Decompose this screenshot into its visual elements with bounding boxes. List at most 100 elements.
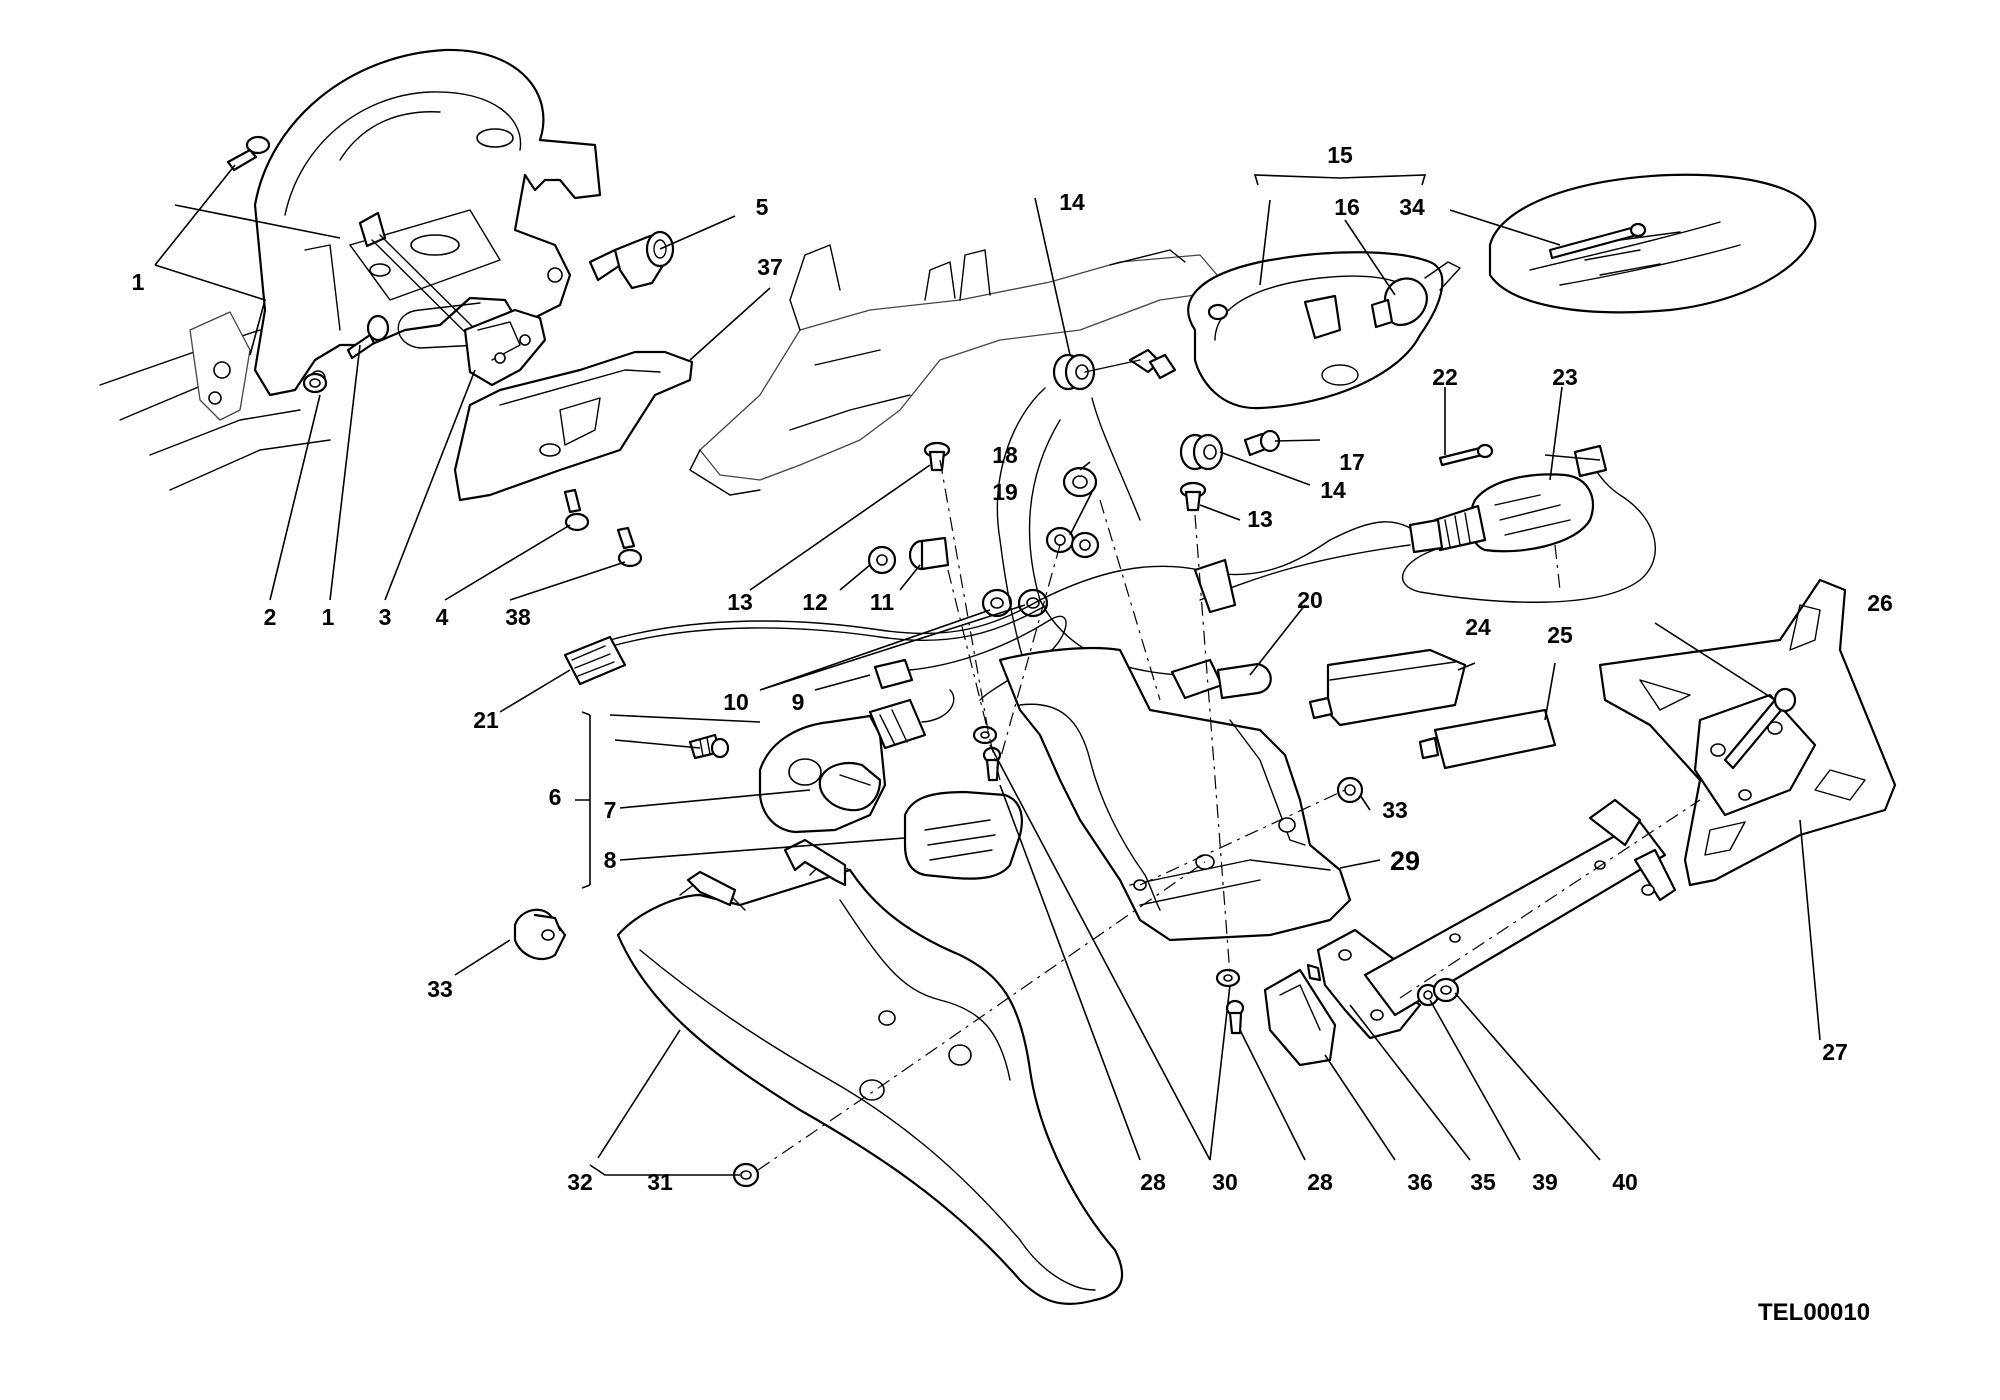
part-label-14-bottom: 14: [1320, 477, 1346, 503]
reflector-25: [1418, 708, 1557, 770]
part-labels: 1 2 1 3 4 38 5 37 14 15 16 34 17 14 13 1…: [132, 142, 1893, 1195]
part-label-8: 8: [604, 847, 617, 873]
rear-subframe-outline: [689, 244, 1231, 496]
part-label-26: 26: [1867, 590, 1893, 616]
part-label-28-right: 28: [1307, 1169, 1333, 1195]
nut-12: [867, 545, 897, 575]
part-label-31: 31: [647, 1169, 673, 1195]
screw-28-left: [982, 746, 1002, 782]
screw-38: [616, 526, 643, 568]
part-label-23: 23: [1552, 364, 1578, 390]
part-label-18: 18: [992, 442, 1018, 468]
part-label-2: 2: [264, 604, 277, 630]
grommet-19: [1045, 526, 1100, 559]
part-label-30: 30: [1212, 1169, 1238, 1195]
screw-6: [688, 733, 730, 760]
part-label-1-top: 1: [132, 269, 145, 295]
part-label-35: 35: [1470, 1169, 1496, 1195]
grommet-18: [1062, 466, 1098, 498]
rear-fender-32: [616, 859, 1124, 1305]
fender-bracket-8: [783, 838, 847, 887]
part-label-24: 24: [1465, 614, 1491, 640]
part-label-28-left: 28: [1140, 1169, 1166, 1195]
screw-28-right: [1225, 999, 1245, 1035]
part-label-4: 4: [436, 604, 449, 630]
part-label-25: 25: [1547, 622, 1573, 648]
left-frame-outline: [99, 311, 331, 491]
part-label-36: 36: [1407, 1169, 1433, 1195]
part-label-5: 5: [756, 194, 769, 220]
part-label-33-left: 33: [427, 976, 453, 1002]
part-label-13-right: 13: [1247, 506, 1273, 532]
assembly-axes: [757, 459, 1701, 1171]
part-label-6: 6: [549, 784, 562, 810]
part-label-12: 12: [802, 589, 828, 615]
part-label-34: 34: [1399, 194, 1425, 220]
part-label-7: 7: [604, 797, 617, 823]
turn-signal-23: [1408, 473, 1595, 554]
wire-harness-center: [996, 387, 1431, 681]
rivet-13-left: [923, 441, 951, 472]
washer-30-left: [972, 725, 998, 745]
reflector-36: [1263, 963, 1337, 1067]
fender-clip-33: [513, 908, 567, 961]
lens-screw: [1548, 222, 1647, 260]
part-label-14-top: 14: [1059, 189, 1085, 215]
tail-light-housing-15: [1187, 251, 1461, 410]
part-label-1-bottom: 1: [322, 604, 335, 630]
fastener-pair: [1084, 348, 1177, 380]
part-label-20: 20: [1297, 587, 1323, 613]
grab-handle-bracket: [253, 48, 602, 397]
screw-26: [1723, 687, 1797, 770]
grommet-14-upper: [1052, 353, 1096, 391]
part-label-27: 27: [1822, 1039, 1848, 1065]
part-label-33-right: 33: [1382, 797, 1408, 823]
seat-release-cable: [358, 211, 487, 349]
part-label-29: 29: [1390, 846, 1420, 876]
nut-31: [732, 1162, 760, 1188]
part-label-15: 15: [1327, 142, 1353, 168]
bulb-7: [818, 762, 882, 812]
plate-bracket-35: [1316, 798, 1677, 1040]
drawing-code: TEL00010: [1758, 1299, 1870, 1326]
washer-30-right: [1215, 968, 1241, 988]
part-label-39: 39: [1532, 1169, 1558, 1195]
rivet-13-right: [1179, 481, 1207, 512]
part-label-38: 38: [505, 604, 531, 630]
seat-lock: [463, 308, 547, 387]
washer-2: [302, 372, 328, 394]
screw-22: [1438, 443, 1494, 467]
mudguard-29: [998, 558, 1352, 942]
part-label-17: 17: [1339, 449, 1365, 475]
part-label-13-left: 13: [727, 589, 753, 615]
key-lock-cylinder: [588, 230, 675, 290]
spacer-11: [908, 536, 950, 571]
part-label-9: 9: [792, 689, 805, 715]
nut-40: [1432, 977, 1460, 1003]
screw-4: [563, 488, 590, 532]
grommet-14-lower: [1179, 433, 1224, 471]
tail-cover-37: [453, 350, 694, 502]
tail-lens-34: [1488, 173, 1817, 314]
lens-8: [903, 790, 1023, 880]
bolt-17: [1243, 429, 1281, 457]
screw-1-lower: [346, 314, 390, 360]
part-label-32: 32: [567, 1169, 593, 1195]
part-label-11: 11: [870, 589, 895, 615]
plate-light-24: [1308, 648, 1467, 727]
part-label-3: 3: [379, 604, 392, 630]
part-label-21: 21: [473, 707, 499, 733]
part-label-40: 40: [1612, 1169, 1638, 1195]
part-label-37: 37: [757, 254, 783, 280]
part-label-16: 16: [1334, 194, 1360, 220]
wiring-harness-21: [563, 599, 1046, 686]
lamp-socket-20: [1170, 658, 1272, 700]
grommet-10: [981, 588, 1049, 618]
bulb-16: [1370, 277, 1428, 329]
part-label-22: 22: [1432, 364, 1458, 390]
part-label-10: 10: [723, 689, 749, 715]
nut-33-right: [1336, 776, 1364, 804]
part-label-19: 19: [992, 479, 1018, 505]
leader-lines: [154, 164, 1821, 1176]
